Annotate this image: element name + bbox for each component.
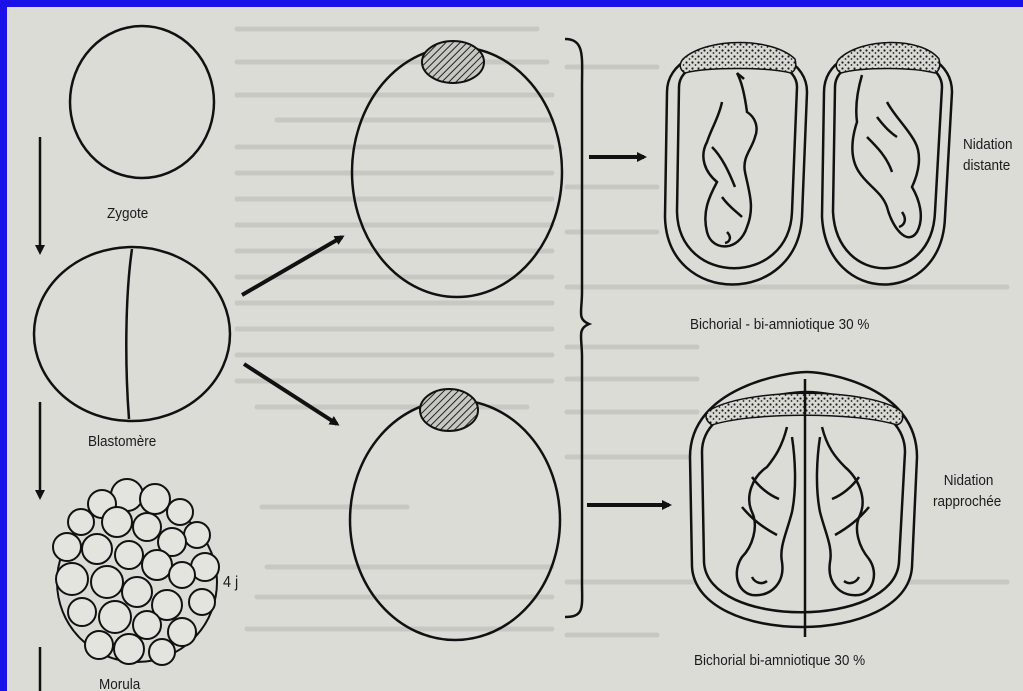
blastocyst-top [352,41,562,297]
zygote-label: Zygote [107,205,148,222]
morula-label: Morula [99,676,140,691]
nidation-close-line2: rapprochée [933,491,1001,512]
twin-sac-distant-right [822,43,952,285]
nidation-distant-line2: distante [963,155,1013,176]
blastocyst-bottom [350,389,560,640]
morula-day-label: 4 j [223,574,238,592]
arrow-icon [244,364,337,424]
horizontal-arrows [587,157,669,505]
nidation-close-label: Nidation rapprochée [933,470,1001,512]
curly-brace-icon [565,39,589,617]
nidation-close-line1: Nidation [933,470,1001,491]
blastomere-label: Blastomère [88,433,156,450]
zygote-cell [70,26,214,178]
hatched-cell-mass-icon [420,389,478,431]
top-caption: Bichorial - bi-amniotique 30 % [690,316,869,333]
arrow-icon [242,237,342,295]
morula-cluster [53,479,219,665]
blastomere-cell [34,247,230,421]
hatched-cell-mass-icon [422,41,484,83]
nidation-distant-line1: Nidation [963,134,1013,155]
twin-sac-distant-left [665,43,807,285]
twin-sac-close [690,372,917,637]
nidation-distant-label: Nidation distante [963,134,1013,176]
diagram-slide: Zygote Blastomère 4 j Morula Bichorial -… [7,7,1023,691]
bottom-caption: Bichorial bi-amniotique 30 % [694,652,865,669]
embryology-diagram [7,7,1023,691]
